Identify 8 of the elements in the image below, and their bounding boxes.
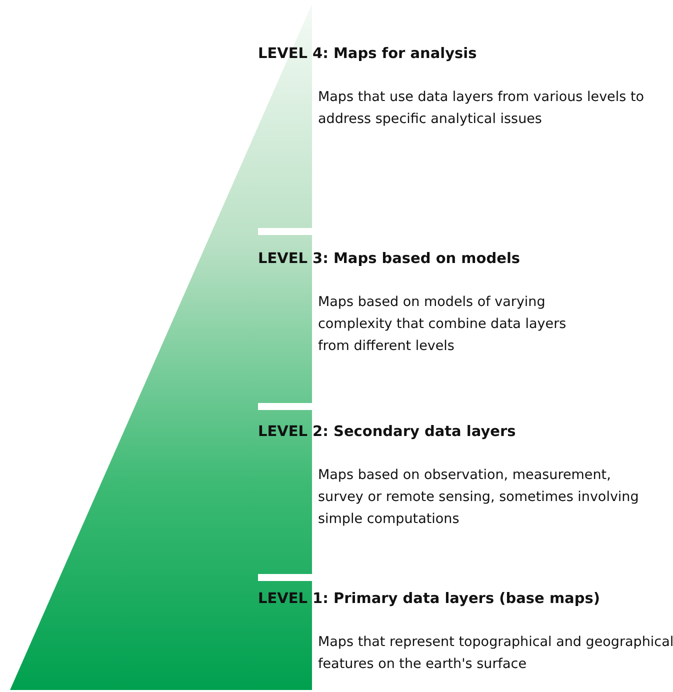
level-heading: LEVEL 4: Maps for analysis xyxy=(258,46,477,62)
level-description: Maps that use data layers from various levels to address specific analytical issues xyxy=(318,88,645,129)
level-heading: LEVEL 1: Primary data layers (base maps) xyxy=(258,591,600,607)
level-description: Maps based on observation, measurement, survey or remote sensing, sometimes involving simple computations xyxy=(318,466,640,529)
level-heading: LEVEL 2: Secondary data layers xyxy=(258,424,516,440)
level-description: Maps that represent topographical and geographical features on the earth's surface xyxy=(318,633,673,674)
level-heading: LEVEL 3: Maps based on models xyxy=(258,251,520,267)
level-description: Maps based on models of varying complexity that combine data layers from different levels xyxy=(318,293,568,356)
